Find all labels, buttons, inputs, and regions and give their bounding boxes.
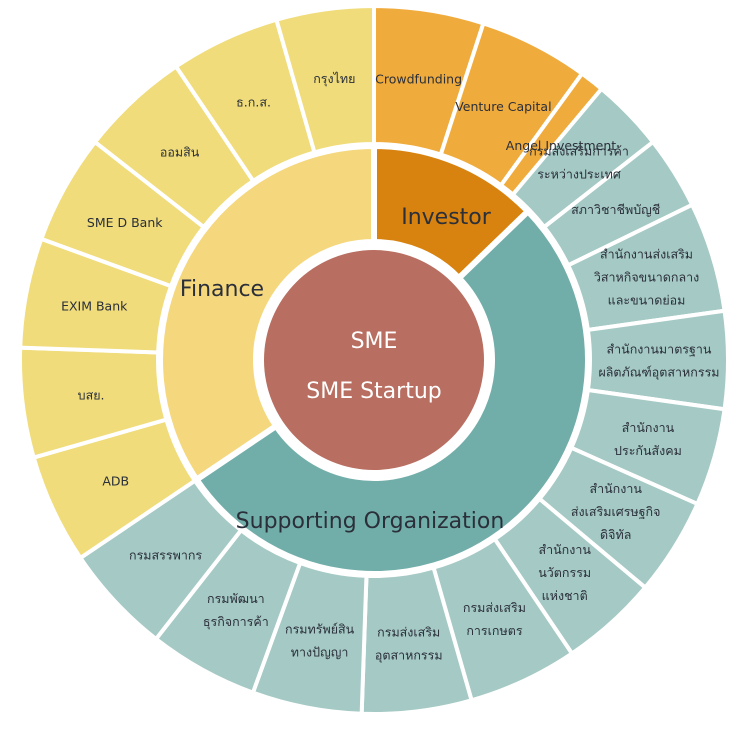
outer-label-line: แห่งชาติ (542, 588, 588, 603)
outer-label-line: ออมสิน (160, 145, 200, 160)
outer-label: สำนักงานส่งเสริมเศรษฐกิจดิจิทัล (571, 481, 661, 542)
outer-label-line: อุตสาหกรรม (375, 647, 443, 663)
center-group: SME SME Startup (264, 250, 484, 470)
sector-label-investor: Investor (401, 205, 492, 230)
outer-label-line: กรมทรัพย์สิน (285, 621, 355, 636)
outer-label-line: นวัตกรรม (538, 565, 591, 580)
outer-label: กรมพัฒนาธุรกิจการค้า (203, 591, 269, 630)
outer-label-line: บสย. (78, 388, 105, 403)
outer-label: กรมส่งเสริมการค้าระหว่างประเทศ (529, 144, 629, 182)
outer-label: Venture Capital (455, 99, 551, 114)
center-circle (264, 250, 484, 470)
outer-label-line: สำนักงาน (589, 481, 642, 496)
outer-label-line: ทางปัญญา (291, 644, 349, 659)
outer-label: สำนักงานมาตรฐานผลิตภัณฑ์อุตสาหกรรม (598, 342, 719, 381)
outer-label: ออมสิน (160, 145, 200, 160)
outer-ring: ADB บสย. EXIM Bank SME D Bank ออมสิน ธ.ก.ส. กร… (18, 3, 730, 716)
outer-label-line: การเกษตร (466, 623, 522, 638)
outer-label-line: สำนักงาน (622, 420, 675, 435)
outer-label-line: กรมส่งเสริม (377, 624, 440, 639)
outer-label-line: ดิจิทัล (600, 527, 631, 542)
sector-label-finance: Finance (180, 277, 264, 302)
outer-label-line: สภาวิชาชีพบัญชี (571, 202, 660, 217)
outer-label-line: Venture Capital (455, 99, 551, 114)
outer-label-line: และขนาดย่อม (608, 293, 686, 308)
outer-label-line: ธ.ก.ส. (236, 95, 271, 110)
sector-label-support: Supporting Organization (236, 509, 505, 534)
outer-label-line: กรุงไทย (313, 71, 355, 87)
outer-label: Angel Investment (506, 138, 616, 153)
outer-label-line: ธุรกิจการค้า (203, 614, 269, 630)
outer-label: กรุงไทย (313, 71, 355, 87)
outer-label-line: สำนักงาน (538, 542, 591, 557)
center-subtitle: SME Startup (306, 379, 442, 404)
outer-label: ธ.ก.ส. (236, 95, 271, 110)
outer-label-line: Crowdfunding (375, 72, 462, 87)
outer-label-line: ส่งเสริมเศรษฐกิจ (571, 504, 661, 519)
outer-label: กรมสรรพากร (129, 547, 202, 562)
outer-label-line: ระหว่างประเทศ (537, 167, 621, 182)
outer-label-line: ADB (102, 473, 129, 488)
sector-support (192, 207, 591, 577)
outer-label: กรมทรัพย์สินทางปัญญา (285, 621, 355, 659)
outer-label: สำนักงานนวัตกรรมแห่งชาติ (538, 542, 591, 603)
outer-label-line: กรมสรรพากร (129, 547, 202, 562)
outer-label-line: ประกันสังคม (614, 443, 682, 458)
outer-label: บสย. (78, 388, 105, 403)
outer-label-line: EXIM Bank (61, 299, 128, 314)
outer-label-line: วิสาหกิจขนาดกลาง (594, 270, 699, 285)
outer-label: สำนักงานส่งเสริมวิสาหกิจขนาดกลางและขนาดย… (594, 247, 699, 308)
outer-label: สภาวิชาชีพบัญชี (571, 202, 660, 217)
outer-label-line: กรมส่งเสริมการค้า (529, 144, 629, 159)
outer-label-line: กรมส่งเสริม (463, 600, 526, 615)
outer-label: กรมส่งเสริมการเกษตร (463, 600, 526, 638)
outer-label: ADB (102, 473, 129, 488)
outer-label-line: สำนักงานส่งเสริม (600, 247, 693, 262)
outer-label: สำนักงานประกันสังคม (614, 420, 682, 458)
outer-label: EXIM Bank (61, 299, 128, 314)
outer-label: กรมส่งเสริมอุตสาหกรรม (375, 624, 443, 663)
outer-label-line: Angel Investment (506, 138, 616, 153)
outer-label-line: SME D Bank (87, 215, 163, 230)
outer-label-line: สำนักงานมาตรฐาน (607, 342, 712, 357)
outer-label: Crowdfunding (375, 72, 462, 87)
center-title: SME (351, 329, 398, 354)
outer-label-line: ผลิตภัณฑ์อุตสาหกรรม (598, 365, 719, 381)
outer-label-line: กรมพัฒนา (207, 591, 265, 606)
outer-label: SME D Bank (87, 215, 163, 230)
sector-finance (157, 142, 377, 484)
